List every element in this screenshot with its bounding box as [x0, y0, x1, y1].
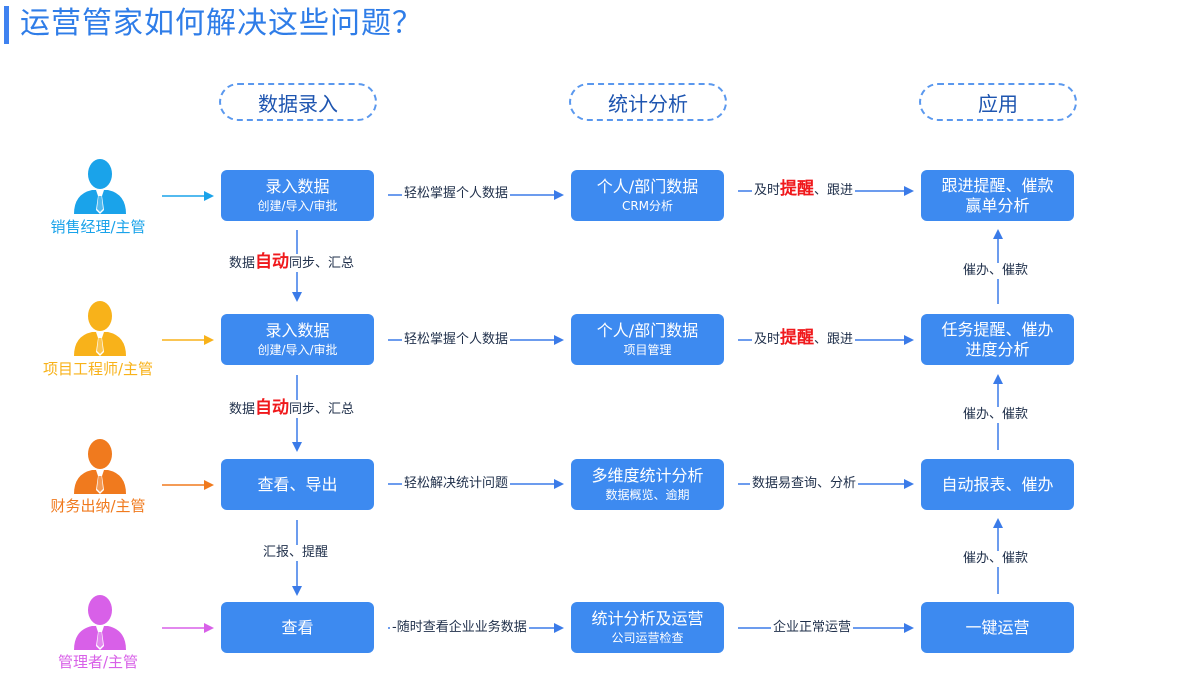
- link-prefix: 数据: [229, 256, 256, 271]
- link-suffix: 同步、汇总: [289, 402, 355, 417]
- title-accent-bar: [4, 6, 9, 44]
- node-subtitle: 创建/导入/审批: [257, 199, 338, 213]
- link-emphasis: 自动: [255, 398, 290, 418]
- node-title-line2: 赢单分析: [965, 195, 1030, 215]
- node-title: 录入数据: [265, 177, 330, 196]
- down-link-label-3: 汇报、提醒: [263, 545, 329, 561]
- node-title: 一键运营: [965, 617, 1030, 637]
- link-prefix: 及时: [754, 183, 781, 198]
- analysis-node-sales[interactable]: 个人/部门数据 CRM分析: [571, 170, 724, 221]
- node-title: 多维度统计分析: [591, 466, 704, 485]
- link-suffix: 、跟进: [814, 332, 854, 347]
- sales-manager-person-icon: [74, 159, 126, 214]
- page-title: 运营管家如何解决这些问题？: [20, 6, 423, 41]
- node-subtitle: CRM分析: [621, 199, 674, 213]
- link-suffix: 同步、汇总: [289, 256, 355, 271]
- node-title: 录入数据: [265, 321, 330, 340]
- link-emphasis: 提醒: [780, 328, 815, 348]
- stage-data-entry: 数据录入: [219, 83, 377, 121]
- link-label-row3-input-analysis: 轻松解决统计问题: [402, 476, 511, 492]
- input-node-sales[interactable]: 录入数据 创建/导入/审批: [221, 170, 374, 221]
- link-label-text: 随时查看企业业务数据: [396, 620, 527, 635]
- input-node-manager[interactable]: 查看: [221, 602, 374, 653]
- up-link-label-2: 催办、催款: [963, 407, 1029, 423]
- node-subtitle: 项目管理: [623, 343, 672, 357]
- role-label-finance: 财务出纳/主管: [50, 497, 146, 515]
- link-label-row1-analysis-app: 及时提醒、跟进: [752, 179, 856, 199]
- link-emphasis: 提醒: [780, 179, 815, 199]
- up-link-label-3: 催办、催款: [963, 551, 1029, 567]
- stage-application: 应用: [919, 83, 1077, 121]
- down-link-label-2: 数据自动同步、汇总: [229, 398, 355, 418]
- node-title: 查看、导出: [257, 474, 338, 494]
- analysis-node-finance[interactable]: 多维度统计分析 数据概览、逾期: [571, 459, 724, 510]
- node-title: 查看: [281, 617, 314, 637]
- app-node-engineer[interactable]: 任务提醒、催办 进度分析: [921, 314, 1074, 365]
- app-node-manager[interactable]: 一键运营: [921, 602, 1074, 653]
- engineer-person-icon: [74, 301, 126, 356]
- finance-person-icon: [74, 439, 126, 494]
- node-title: 个人/部门数据: [596, 177, 699, 196]
- node-title: 统计分析及运营: [591, 609, 704, 628]
- node-subtitle: 数据概览、逾期: [605, 488, 690, 502]
- up-link-label-1: 催办、催款: [963, 263, 1029, 279]
- input-node-finance[interactable]: 查看、导出: [221, 459, 374, 510]
- link-label-row2-analysis-app: 及时提醒、跟进: [752, 328, 856, 348]
- link-label-row2-input-analysis: 轻松掌握个人数据: [402, 332, 511, 348]
- analysis-node-manager[interactable]: 统计分析及运营 公司运营检查: [571, 602, 724, 653]
- node-title: 跟进提醒、催款: [941, 175, 1054, 195]
- role-label-manager: 管理者/主管: [57, 653, 139, 671]
- role-label-sales: 销售经理/主管: [50, 218, 146, 236]
- node-title-line2: 进度分析: [965, 339, 1030, 359]
- node-title: 个人/部门数据: [596, 321, 699, 340]
- stage-statistics: 统计分析: [569, 83, 727, 121]
- link-label-row4-input-analysis: -随时查看企业业务数据: [390, 620, 529, 636]
- node-subtitle: 创建/导入/审批: [257, 343, 338, 357]
- node-title: 自动报表、催办: [941, 474, 1054, 494]
- app-node-sales[interactable]: 跟进提醒、催款 赢单分析: [921, 170, 1074, 221]
- link-label-row1-input-analysis: 轻松掌握个人数据: [402, 186, 511, 202]
- input-node-engineer[interactable]: 录入数据 创建/导入/审批: [221, 314, 374, 365]
- link-label-row4-analysis-app: 企业正常运营: [771, 620, 854, 636]
- node-subtitle: 公司运营检查: [611, 631, 684, 645]
- node-title: 任务提醒、催办: [941, 319, 1054, 339]
- link-prefix: 数据: [229, 402, 256, 417]
- link-label-row3-analysis-app: 数据易查询、分析: [750, 476, 859, 492]
- analysis-node-engineer[interactable]: 个人/部门数据 项目管理: [571, 314, 724, 365]
- link-emphasis: 自动: [255, 252, 290, 272]
- role-label-engineer: 项目工程师/主管: [42, 360, 154, 378]
- down-link-label-1: 数据自动同步、汇总: [229, 252, 355, 272]
- link-prefix: 及时: [754, 332, 781, 347]
- app-node-finance[interactable]: 自动报表、催办: [921, 459, 1074, 510]
- manager-person-icon: [74, 595, 126, 650]
- link-suffix: 、跟进: [814, 183, 854, 198]
